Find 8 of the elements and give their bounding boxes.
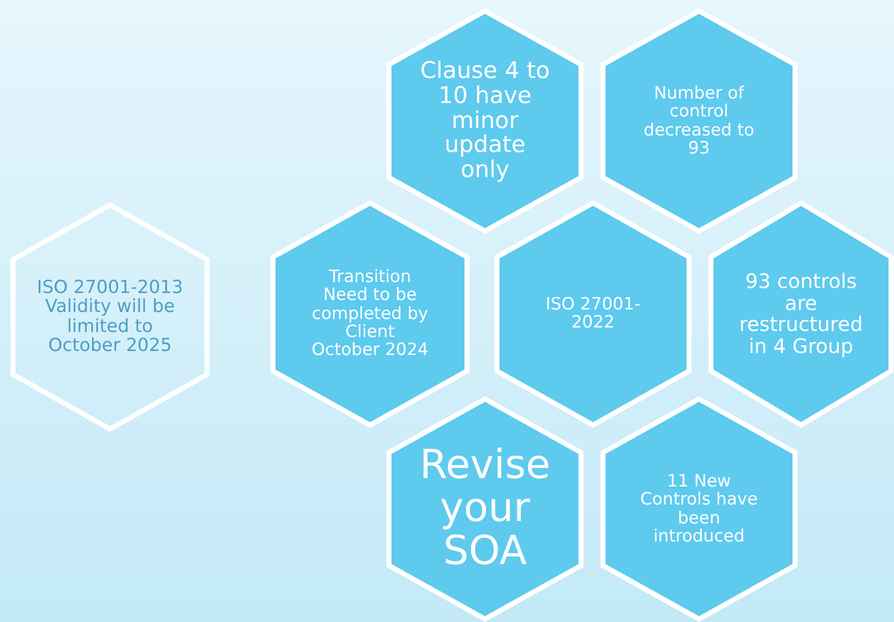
- hexagon-text: ISO 27001-2022: [544, 296, 642, 332]
- hexagon-text: 11 New Controls have been introduced: [639, 472, 759, 546]
- hexagon-text: Revise your SOA: [418, 444, 552, 574]
- hexagon-text: Number of control decreased to 93: [642, 84, 756, 158]
- hexagon-text: Transition Need to be completed by Client October 2024: [310, 268, 430, 360]
- hexagon-text: 93 controls are restructured in 4 Group: [738, 270, 864, 358]
- hexagon-text: Clause 4 to 10 have minor update only: [420, 58, 550, 184]
- hexagon-text: ISO 27001-2013 Validity will be limited to October 2025: [36, 278, 184, 356]
